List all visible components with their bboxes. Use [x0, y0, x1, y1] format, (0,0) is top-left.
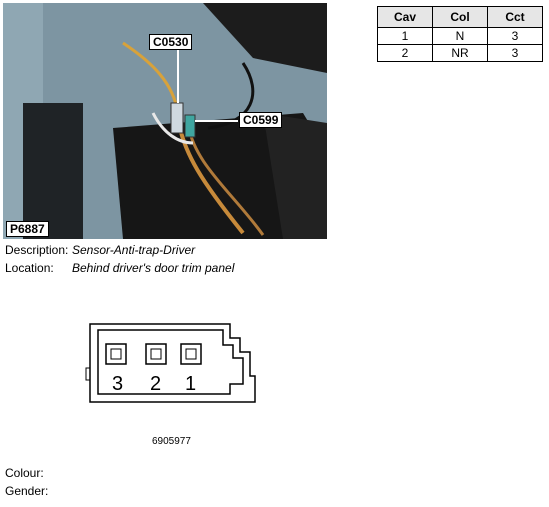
- cell-cav: 1: [377, 27, 433, 45]
- callout-c0530: C0530: [149, 34, 193, 50]
- cell-cav: 2: [377, 44, 433, 62]
- cavity-3: [105, 343, 127, 365]
- cavity-1: [180, 343, 202, 365]
- table-row: 2 NR 3: [377, 44, 543, 62]
- table-row: 1 N 3: [377, 27, 543, 45]
- location-label: Location:: [5, 261, 54, 275]
- pin-label-2: 2: [150, 373, 161, 395]
- pin-label-1: 1: [185, 373, 196, 395]
- cell-col: N: [432, 27, 488, 45]
- colour-label: Colour:: [5, 466, 44, 480]
- description-value: Sensor-Anti-trap-Driver: [72, 243, 196, 257]
- callout-c0599: C0599: [239, 112, 283, 128]
- table-header-row: Cav Col Cct: [377, 6, 543, 28]
- cell-cct: 3: [487, 27, 543, 45]
- description-label: Description:: [5, 243, 69, 257]
- gender-label: Gender:: [5, 484, 49, 498]
- connector-face-diagram: 3 2 1: [85, 323, 256, 403]
- location-value: Behind driver's door trim panel: [72, 261, 235, 275]
- cell-cct: 3: [487, 44, 543, 62]
- connector-part-number: 6905977: [152, 436, 191, 447]
- cell-col: NR: [432, 44, 488, 62]
- photo-id: P6887: [6, 221, 49, 237]
- col-header-cct: Cct: [487, 6, 543, 28]
- pin-table: Cav Col Cct 1 N 3 2 NR 3: [377, 6, 543, 62]
- location-row: Location: Behind driver's door trim panel: [5, 261, 234, 275]
- col-header-cav: Cav: [377, 6, 433, 28]
- description-row: Description:Sensor-Anti-trap-Driver: [5, 243, 195, 257]
- cavity-2: [145, 343, 167, 365]
- pin-label-3: 3: [112, 373, 123, 395]
- connector-location-photo: C0530 C0599 P6887: [3, 3, 327, 239]
- col-header-col: Col: [432, 6, 488, 28]
